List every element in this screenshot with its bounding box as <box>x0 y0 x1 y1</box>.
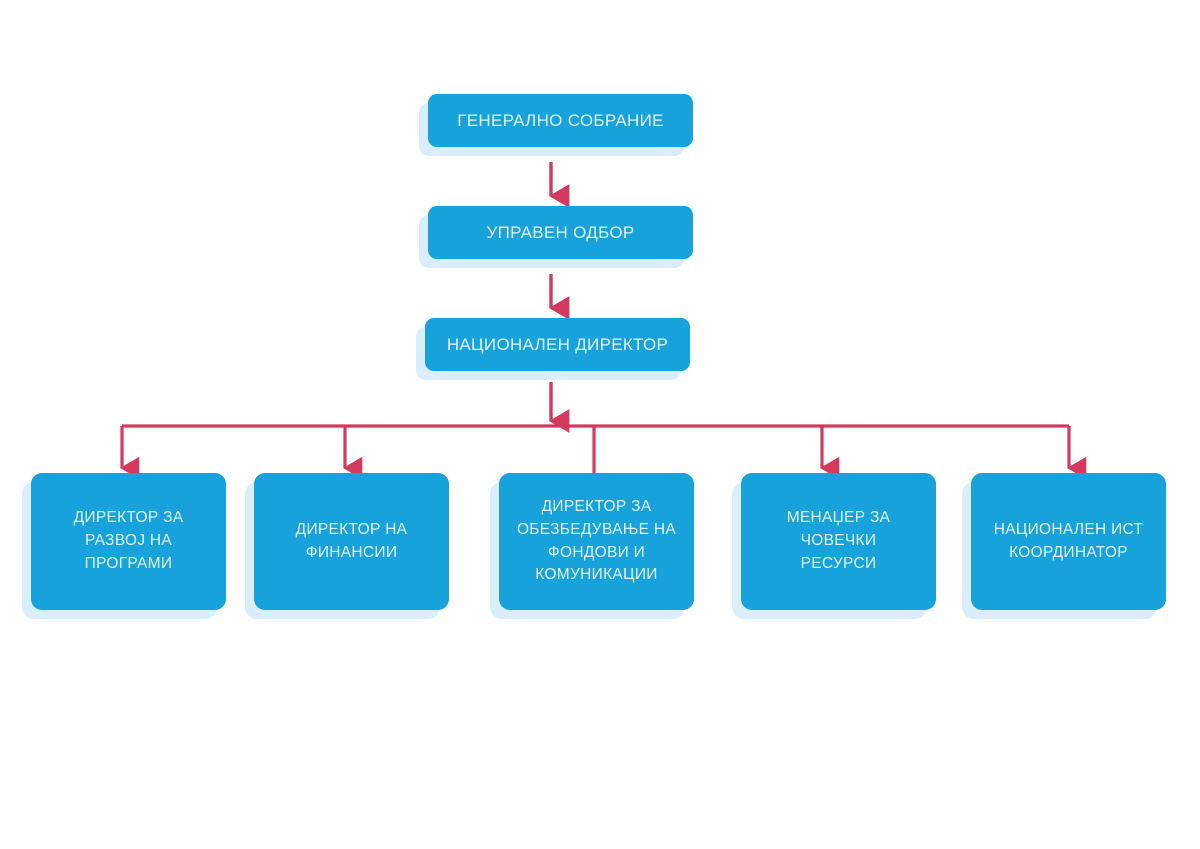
node-national-director[interactable]: НАЦИОНАЛЕН ДИРЕКТОР <box>416 318 690 380</box>
node-managing-board[interactable]: УПРАВЕН ОДБОР <box>419 206 693 268</box>
node-finance-director[interactable]: ДИРЕКТОР НА ФИНАНСИИ <box>245 473 449 619</box>
node-label: НАЦИОНАЛЕН ИСТ КООРДИНАТОР <box>993 520 1144 561</box>
node-program-development[interactable]: ДИРЕКТОР ЗА РАЗВОЈ НА ПРОГРАМИ <box>22 473 226 619</box>
node-face: ДИРЕКТОР НА ФИНАНСИИ <box>254 473 449 610</box>
node-face: ДИРЕКТОР ЗА ОБЕЗБЕДУВАЊЕ НА ФОНДОВИ И КО… <box>499 473 694 610</box>
node-general-assembly[interactable]: ГЕНЕРАЛНО СОБРАНИЕ <box>419 94 693 156</box>
node-face: НАЦИОНАЛЕН ИСТ КООРДИНАТОР <box>971 473 1166 610</box>
node-label: ДИРЕКТОР ЗА ОБЕЗБЕДУВАЊЕ НА ФОНДОВИ И КО… <box>516 497 677 584</box>
node-label: НАЦИОНАЛЕН ДИРЕКТОР <box>446 334 669 354</box>
node-label: МЕНАЏЕР ЗА ЧОВЕЧКИ РЕСУРСИ <box>786 509 891 572</box>
node-label: ГЕНЕРАЛНО СОБРАНИЕ <box>457 110 664 130</box>
node-face: НАЦИОНАЛЕН ДИРЕКТОР <box>425 318 690 371</box>
node-human-resources[interactable]: МЕНАЏЕР ЗА ЧОВЕЧКИ РЕСУРСИ <box>732 473 936 619</box>
node-label: УПРАВЕН ОДБОР <box>486 222 635 242</box>
node-funds-communications[interactable]: ДИРЕКТОР ЗА ОБЕЗБЕДУВАЊЕ НА ФОНДОВИ И КО… <box>490 473 694 619</box>
node-face: ГЕНЕРАЛНО СОБРАНИЕ <box>428 94 693 147</box>
node-label: ДИРЕКТОР НА ФИНАНСИИ <box>295 520 408 561</box>
node-face: ДИРЕКТОР ЗА РАЗВОЈ НА ПРОГРАМИ <box>31 473 226 610</box>
node-label: ДИРЕКТОР ЗА РАЗВОЈ НА ПРОГРАМИ <box>73 509 184 572</box>
node-national-ist-coord[interactable]: НАЦИОНАЛЕН ИСТ КООРДИНАТОР <box>962 473 1166 619</box>
node-face: УПРАВЕН ОДБОР <box>428 206 693 259</box>
node-face: МЕНАЏЕР ЗА ЧОВЕЧКИ РЕСУРСИ <box>741 473 936 610</box>
